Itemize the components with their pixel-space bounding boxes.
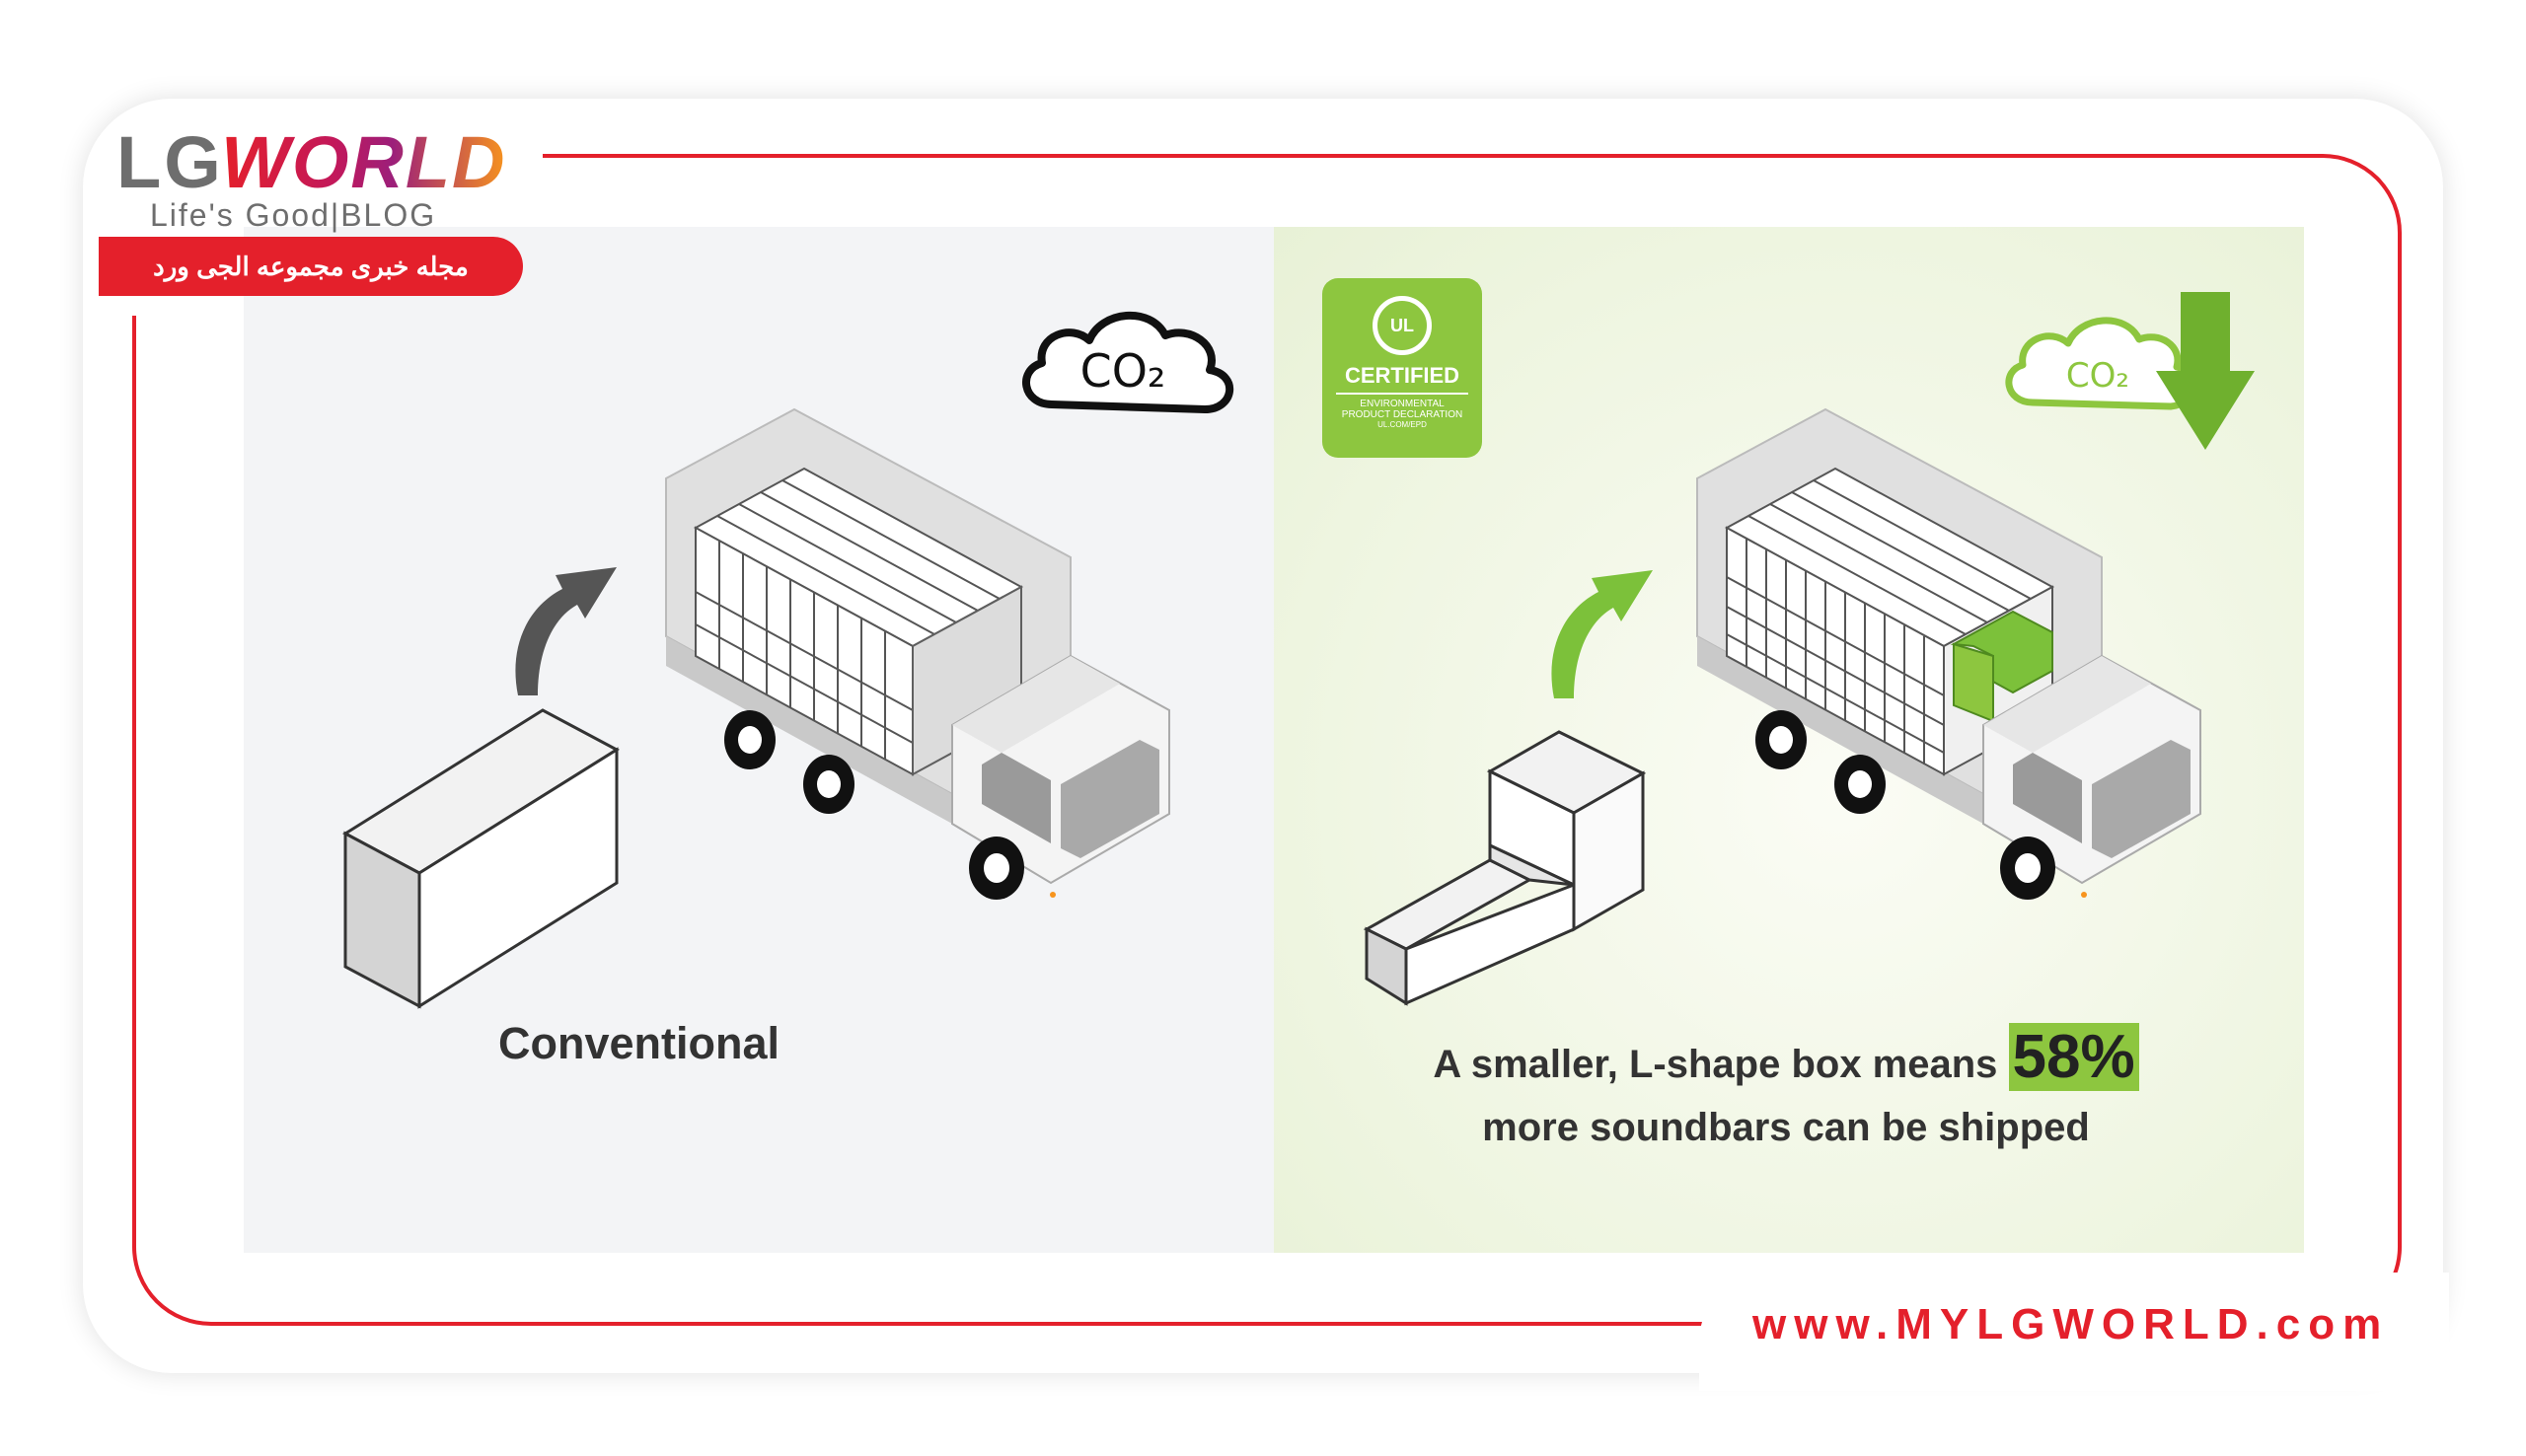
caption-line1: A smaller, L-shape box means bbox=[1433, 1043, 1998, 1086]
ul-certified-title: CERTIFIED bbox=[1336, 363, 1468, 395]
logo-lg-text: LG bbox=[116, 121, 224, 203]
logo-world-text: WORLD bbox=[221, 121, 507, 203]
percentage-highlight: 58% bbox=[2008, 1023, 2139, 1091]
website-url-link[interactable]: www.MYLGWORLD.com bbox=[1752, 1300, 2390, 1348]
frame-gap-bottom bbox=[1699, 1273, 2449, 1391]
lshape-caption: A smaller, L-shape box means 58% more so… bbox=[1401, 1023, 2171, 1159]
load-arrow-icon bbox=[515, 567, 617, 695]
co2-reduction-icon: CO₂ bbox=[2005, 292, 2255, 450]
logo-tagline: Life's Good|BLOG bbox=[150, 197, 437, 233]
ul-badge-line3: UL.COM/EPD bbox=[1377, 420, 1427, 429]
ul-mark-text: UL bbox=[1390, 316, 1414, 335]
ul-badge-line1: ENVIRONMENTAL bbox=[1360, 399, 1445, 409]
co2-cloud-icon: CO₂ bbox=[1022, 311, 1233, 413]
red-frame bbox=[132, 154, 2402, 1326]
ul-leaf-icon: UL bbox=[1373, 296, 1432, 355]
conventional-box-illustration bbox=[342, 708, 620, 1009]
ul-badge-line2: PRODUCT DECLARATION bbox=[1341, 409, 1463, 420]
truck-conventional-illustration bbox=[665, 407, 1170, 900]
co2-green-label: CO₂ bbox=[2066, 356, 2129, 396]
co2-label: CO₂ bbox=[1080, 344, 1166, 398]
load-arrow-green-icon bbox=[1551, 570, 1653, 698]
lgworld-logo[interactable]: LG WORLD Life's Good|BLOG bbox=[116, 120, 511, 239]
conventional-caption: Conventional bbox=[498, 1018, 780, 1068]
l-shape-box-illustration bbox=[1363, 730, 1647, 1006]
persian-banner: مجله خبری مجموعه الجی ورد bbox=[99, 237, 523, 296]
caption-line2: more soundbars can be shipped bbox=[1482, 1106, 2090, 1149]
truck-lshape-illustration bbox=[1696, 407, 2201, 900]
ul-certified-badge: UL CERTIFIED ENVIRONMENTAL PRODUCT DECLA… bbox=[1322, 278, 1482, 458]
